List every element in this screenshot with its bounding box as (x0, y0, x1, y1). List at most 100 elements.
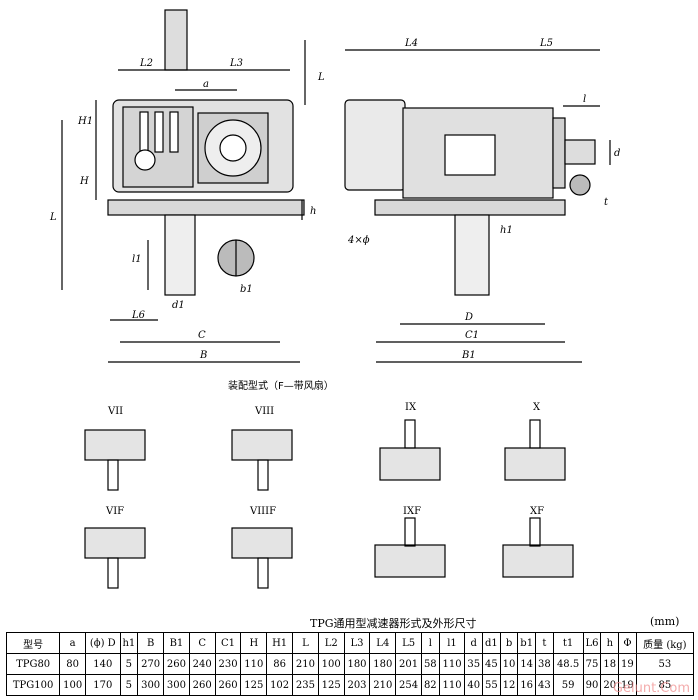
variant-views (84, 419, 574, 589)
table-cell: 140 (85, 653, 121, 675)
dim-a: a (203, 79, 209, 90)
table-cell: 170 (85, 674, 121, 696)
table-cell: 210 (369, 674, 397, 696)
table-cell: 38 (535, 653, 554, 675)
dim-L2: L2 (139, 58, 153, 69)
table-cell: L4 (369, 632, 397, 654)
assembly-drawing: L2 L3 a L H1 H L h l1 b1 d1 L6 C B L4 L5… (49, 9, 620, 589)
table-cell: Φ (618, 632, 637, 654)
table-cell: L3 (343, 632, 371, 654)
table-cell: 85 (635, 674, 695, 696)
dim-L5: L5 (539, 38, 553, 49)
variant-VIII: VIII (254, 406, 274, 417)
table-cell: L6 (582, 632, 602, 654)
table-cell: 48.5 (552, 653, 584, 675)
table-cell: L (292, 632, 319, 654)
dim-t: t (604, 197, 609, 208)
table-cell: l1 (438, 632, 466, 654)
table-cell: 125 (317, 674, 345, 696)
table-cell: 270 (137, 653, 165, 675)
dim-D: D (464, 312, 473, 323)
table-cell: 230 (214, 653, 242, 675)
table-cell: 125 (240, 674, 268, 696)
table-cell: H1 (266, 632, 294, 654)
table-cell: 82 (421, 674, 440, 696)
side-view-labels: L4 L5 l d t 4×ϕ h1 D C1 B1 (347, 38, 620, 361)
dim-l: l (583, 94, 586, 105)
table-cell: 型号 (5, 632, 61, 654)
table-cell: TPG100 (5, 674, 61, 696)
table-cell: B (137, 632, 165, 654)
dim-h1: h1 (500, 225, 513, 236)
dim-H1: H1 (77, 116, 93, 127)
variant-IXF: IXF (403, 506, 421, 517)
table-cell: 180 (343, 653, 371, 675)
table-cell: 43 (535, 674, 554, 696)
table-cell: 35 (464, 653, 484, 675)
table-cell: 110 (438, 674, 466, 696)
table-cell: 86 (266, 653, 294, 675)
drawing-caption: 装配型式（F—带风扇） (228, 381, 334, 392)
table-cell: h1 (119, 632, 139, 654)
table-cell: 180 (369, 653, 397, 675)
table-cell: 53 (635, 653, 695, 675)
variant-XF: XF (530, 506, 544, 517)
dim-B: B (199, 350, 207, 361)
dim-L-left: L (49, 212, 57, 223)
table-cell: 16 (517, 674, 537, 696)
table-cell: h (600, 632, 620, 654)
table-cell: (ϕ) D (85, 632, 121, 654)
table-cell: 55 (482, 674, 501, 696)
dim-L-top: L (317, 72, 325, 83)
table-unit: (mm) (650, 615, 680, 628)
table-cell: 45 (482, 653, 501, 675)
table-cell: 240 (188, 653, 216, 675)
side-view (344, 49, 611, 363)
dim-4xphi: 4×ϕ (347, 235, 370, 246)
variant-X: X (533, 402, 541, 413)
table-cell: 质量 (kg) (635, 632, 695, 654)
table-cell: 235 (292, 674, 319, 696)
table-cell: 59 (552, 674, 584, 696)
table-cell: a (59, 632, 87, 654)
watermark: Gelunt.Com (612, 681, 690, 696)
table-cell: b1 (517, 632, 537, 654)
table-cell: l (421, 632, 440, 654)
table-cell: L2 (317, 632, 345, 654)
table-cell: 201 (395, 653, 422, 675)
table-cell: 260 (214, 674, 242, 696)
table-cell: 14 (517, 653, 537, 675)
dim-C1: C1 (465, 330, 479, 341)
table-cell: 19 (618, 653, 637, 675)
dim-L3: L3 (229, 58, 243, 69)
dim-C: C (198, 330, 206, 341)
table-cell: 12 (499, 674, 519, 696)
table-cell: t (535, 632, 554, 654)
table-cell: 260 (188, 674, 216, 696)
table-cell: 100 (59, 674, 87, 696)
table-cell: H (240, 632, 268, 654)
dim-L6: L6 (131, 310, 146, 321)
table-cell: 5 (119, 653, 139, 675)
table-cell: t1 (552, 632, 584, 654)
table-cell: 260 (163, 653, 190, 675)
table-cell: 75 (582, 653, 602, 675)
dim-b1: b1 (240, 284, 253, 295)
dim-l1: l1 (132, 254, 142, 265)
dim-H: H (79, 176, 89, 187)
table-cell: 10 (499, 653, 519, 675)
variant-VII: VII (107, 406, 123, 417)
table-cell: TPG80 (5, 653, 61, 675)
table-cell: b (499, 632, 519, 654)
variant-labels: VII VIII IX X VIF VIIIF IXF XF (105, 402, 544, 517)
dim-h: h (310, 206, 316, 217)
table-title: TPG通用型减速器形式及外形尺寸 (310, 617, 477, 630)
variant-VIIIF: VIIIF (249, 506, 276, 517)
table-cell: B1 (163, 632, 190, 654)
table-cell: 110 (438, 653, 466, 675)
table-cell: 18 (600, 653, 620, 675)
table-cell: 58 (421, 653, 440, 675)
